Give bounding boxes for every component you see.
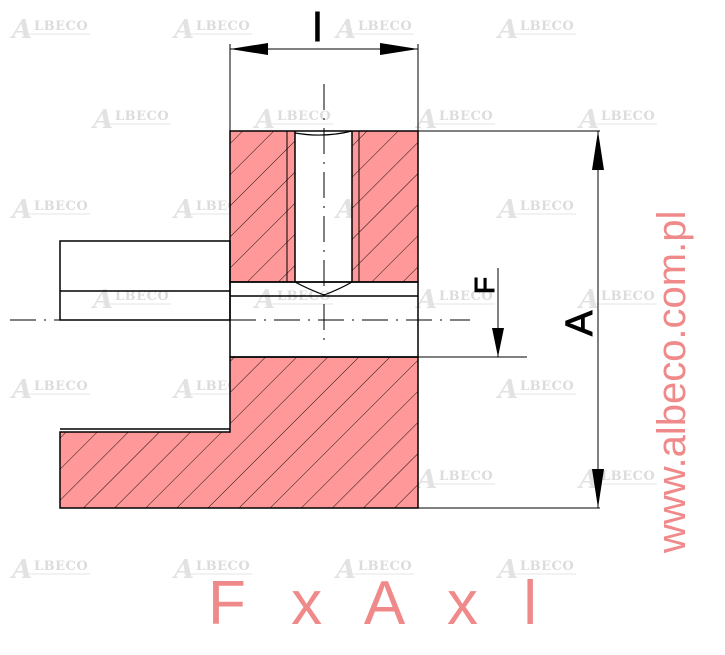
dimension-height: A: [418, 130, 604, 509]
watermark-initial: A: [414, 465, 437, 495]
watermark-text: LBECO: [358, 19, 412, 34]
arrowhead-left: [230, 43, 268, 55]
watermark-initial: A: [495, 375, 518, 405]
watermark-initial: A: [171, 15, 194, 45]
watermark-initial: A: [171, 375, 194, 405]
height-label: A: [559, 310, 601, 336]
watermark-text: LBECO: [520, 559, 574, 574]
watermark-text: LBECO: [34, 379, 88, 394]
center-lines: [10, 84, 470, 345]
watermark-initial: A: [90, 105, 113, 135]
watermark-initial: A: [495, 195, 518, 225]
arrowhead-right: [380, 43, 418, 55]
website-url: www.albeco.com.pl: [650, 211, 694, 554]
watermark-text: LBECO: [520, 19, 574, 34]
dimension-depth: F: [418, 268, 527, 358]
watermark-initial: A: [9, 195, 32, 225]
top-right-section: [352, 131, 418, 282]
section-fills: [60, 131, 418, 508]
watermark-initial: A: [495, 15, 518, 45]
watermark-initial: A: [576, 285, 599, 315]
watermark-initial: A: [333, 195, 356, 225]
watermark-text: LBECO: [115, 109, 169, 124]
watermark-text: LBECO: [601, 109, 655, 124]
watermark-initial: A: [252, 285, 275, 315]
watermark-initial: A: [9, 15, 32, 45]
watermark-text: LBECO: [601, 289, 655, 304]
watermark-initial: A: [171, 195, 194, 225]
watermark-initial: A: [252, 105, 275, 135]
depth-label: F: [469, 277, 500, 294]
bottom-section: [60, 357, 418, 508]
watermark-initial: A: [171, 555, 194, 585]
watermark-text: LBECO: [196, 559, 250, 574]
shaft-outline: [59, 240, 231, 321]
watermark-text: LBECO: [520, 199, 574, 214]
watermark-text: LBECO: [115, 289, 169, 304]
watermark-text: LBECO: [439, 289, 493, 304]
formula-text: F x A x l: [208, 569, 551, 638]
watermark-text: LBECO: [439, 109, 493, 124]
watermark-text: LBECO: [34, 559, 88, 574]
watermark-initial: A: [9, 555, 32, 585]
watermark-text: LBECO: [520, 379, 574, 394]
dimension-width: l: [229, 6, 419, 131]
watermark-initial: A: [414, 285, 437, 315]
watermark-text: LBECO: [439, 469, 493, 484]
watermark-text: LBECO: [34, 199, 88, 214]
watermark-layer: ALBECOALBECOALBECOALBECOALBECOALBECOALBE…: [9, 15, 657, 585]
watermark-text: LBECO: [358, 559, 412, 574]
watermark-initial: A: [333, 555, 356, 585]
watermark-initial: A: [333, 15, 356, 45]
watermark-initial: A: [576, 105, 599, 135]
arrowhead-bottom: [592, 469, 604, 508]
watermark-initial: A: [90, 285, 113, 315]
watermark-initial: A: [9, 375, 32, 405]
watermark-text: LBECO: [277, 109, 331, 124]
width-label: l: [313, 6, 322, 50]
watermark-text: LBECO: [34, 19, 88, 34]
watermark-initial: A: [495, 555, 518, 585]
arrowhead-top: [592, 131, 604, 170]
watermark-initial: A: [414, 105, 437, 135]
top-left-section: [230, 131, 295, 282]
watermark-text: LBECO: [196, 19, 250, 34]
arrowhead-depth: [492, 328, 504, 357]
watermark-text: LBECO: [601, 469, 655, 484]
